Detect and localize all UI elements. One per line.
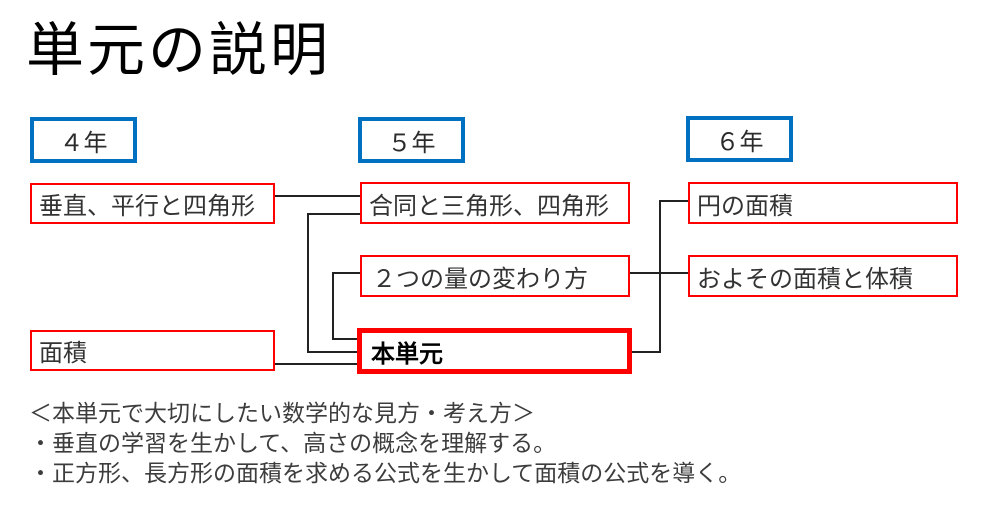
connector-quantities-to-current-unit xyxy=(332,272,360,340)
grade-label-4: ４年 xyxy=(59,129,108,157)
current-unit-box: 本単元 xyxy=(357,328,632,374)
grade-label-6: ６年 xyxy=(715,128,764,156)
topic-label: 円の面積 xyxy=(697,192,793,220)
topic-box-two-quantities-change: ２つの量の変わり方 xyxy=(360,255,630,297)
topic-label: 面積 xyxy=(39,340,87,367)
topic-box-area: 面積 xyxy=(30,330,275,371)
topic-box-perpendicular-parallel-quadrilaterals: 垂直、平行と四角形 xyxy=(30,183,275,224)
note-bullet: ・正方形、長方形の面積を求める公式を生かして面積の公式を導く。 xyxy=(29,460,742,486)
topic-label: 垂直、平行と四角形 xyxy=(39,193,255,220)
notes-block: ＜本単元で大切にしたい数学的な見方・考え方＞ ・垂直の学習を生かして、高さの概念… xyxy=(29,398,741,488)
topic-label: およその面積と体積 xyxy=(697,265,913,293)
current-unit-label: 本単元 xyxy=(371,340,443,368)
grade-label-5: ５年 xyxy=(387,129,436,157)
notes-heading: ＜本単元で大切にしたい数学的な見方・考え方＞ xyxy=(29,400,535,426)
topic-label: 合同と三角形、四角形 xyxy=(369,192,609,220)
connector-congruent-to-current-unit xyxy=(307,213,360,353)
grade-box-6: ６年 xyxy=(686,116,793,162)
note-bullet: ・垂直の学習を生かして、高さの概念を理解する。 xyxy=(29,430,557,456)
grade-box-4: ４年 xyxy=(30,117,137,163)
page-title: 単元の説明 xyxy=(26,18,332,83)
topic-label: ２つの量の変わり方 xyxy=(372,265,588,293)
topic-box-circle-area: 円の面積 xyxy=(688,182,958,224)
topic-box-approximate-area-volume: およその面積と体積 xyxy=(688,255,958,297)
topic-box-congruence-triangles-quadrilaterals: 合同と三角形、四角形 xyxy=(360,182,630,224)
connector-current-unit-to-circle-area xyxy=(631,200,688,353)
grade-box-5: ５年 xyxy=(358,117,465,163)
